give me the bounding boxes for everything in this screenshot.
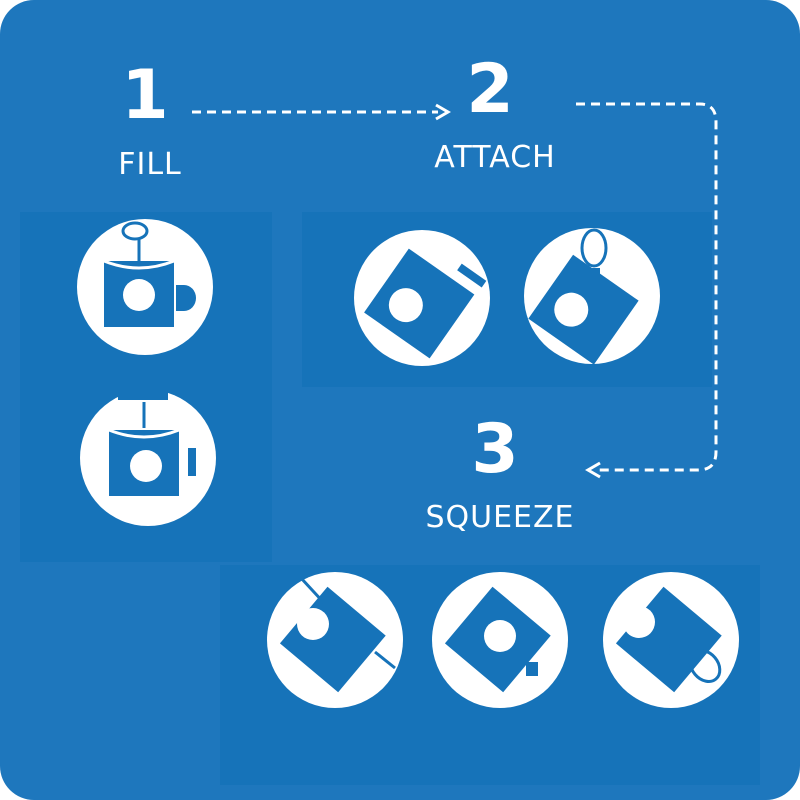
step-2-label: ATTACH	[434, 140, 556, 175]
step-1-label: FILL	[118, 147, 182, 182]
arrow-2-to-3	[576, 102, 718, 472]
squeeze-cap-icon	[267, 572, 403, 708]
step-2-number: 2	[466, 50, 514, 129]
squeeze-spout-icon	[432, 572, 568, 708]
step-3-label: SQUEEZE	[425, 500, 575, 535]
attach-cap-icon	[354, 230, 490, 366]
squeeze-bulb-icon	[603, 572, 739, 708]
arrowhead-icon	[585, 461, 601, 479]
fill-from-dispenser-icon	[80, 388, 216, 526]
arrowhead-icon	[435, 103, 451, 121]
attach-bulb-icon	[524, 228, 660, 365]
fill-from-bottle-icon	[77, 219, 213, 355]
step-3-number: 3	[471, 410, 519, 489]
step-1-number: 1	[121, 56, 169, 135]
